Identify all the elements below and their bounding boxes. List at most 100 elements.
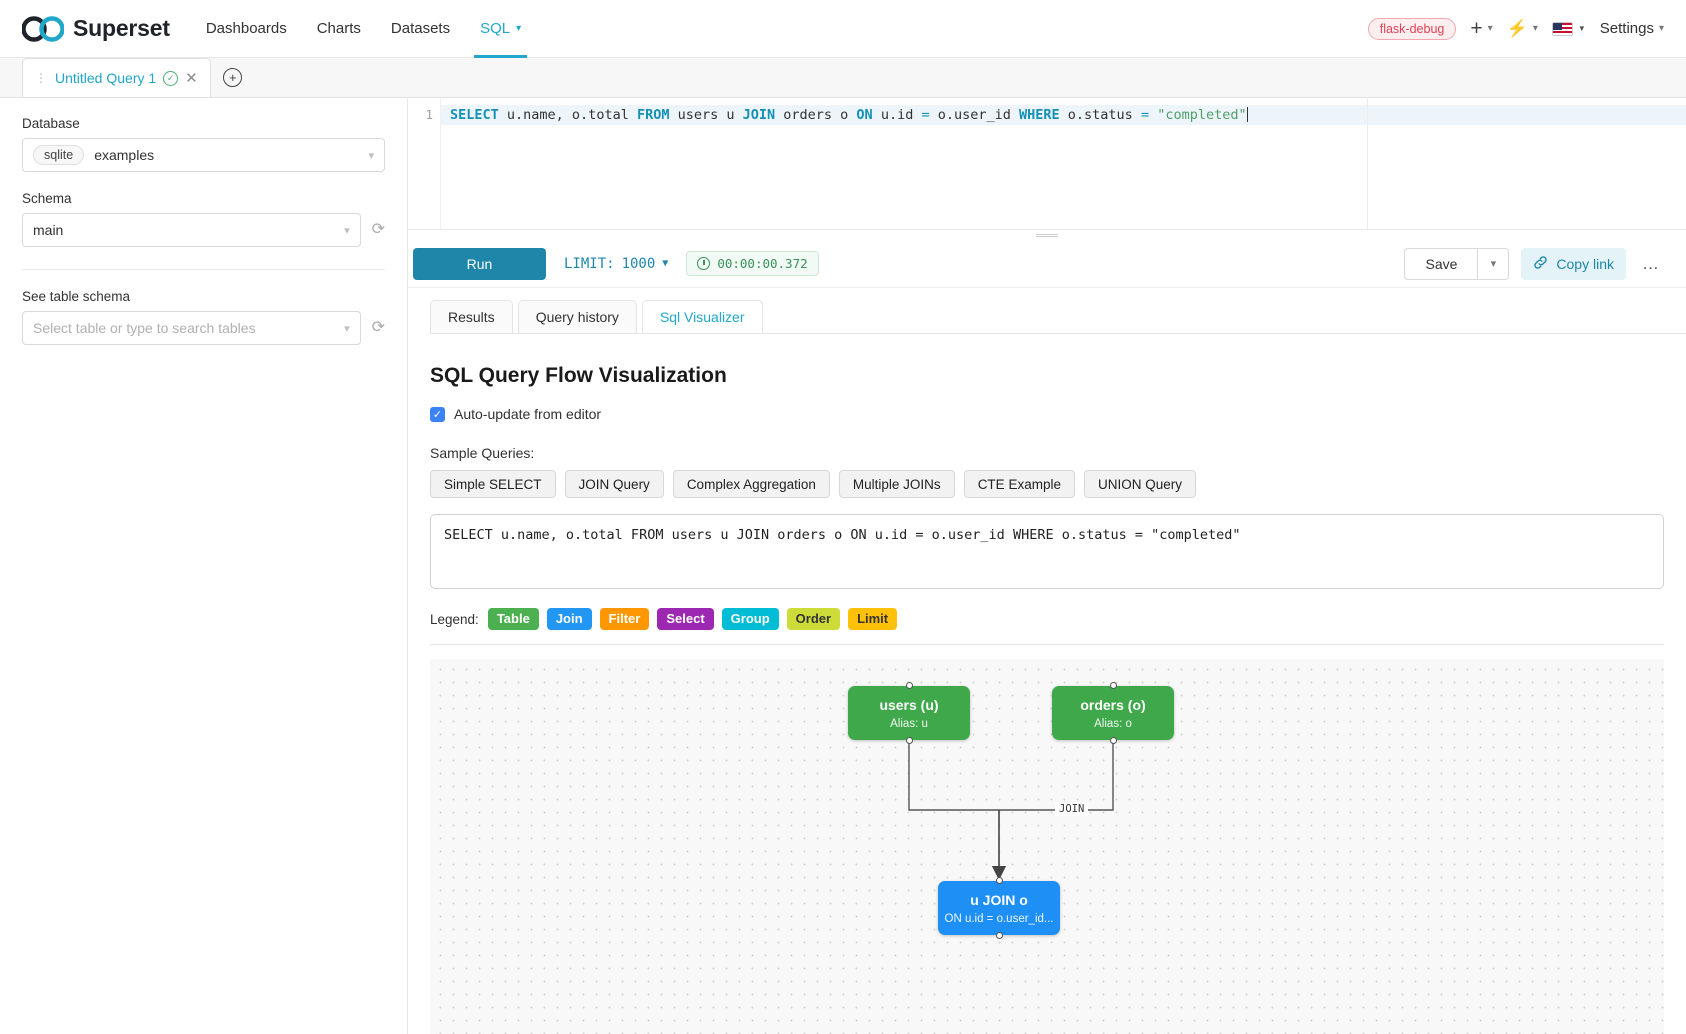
refresh-tables-icon[interactable]: ⟳ <box>371 319 385 336</box>
code-token: "completed" <box>1157 107 1247 123</box>
lightning-bolt-icon: ⚡ <box>1506 19 1528 38</box>
legend-chip-order: Order <box>786 608 841 631</box>
run-button[interactable]: Run <box>413 247 546 280</box>
database-label: Database <box>22 116 80 131</box>
nav-link-sql[interactable]: SQL ▾ <box>474 0 528 58</box>
add-query-tab-button[interactable]: + <box>210 58 255 97</box>
node-title: u JOIN o <box>970 891 1028 908</box>
flask-debug-badge[interactable]: flask-debug <box>1367 17 1457 40</box>
node-handle-top[interactable] <box>995 877 1003 885</box>
sample-query-button-5[interactable]: UNION Query <box>1083 470 1196 498</box>
sql-editor[interactable]: 1 SELECT u.name, o.total FROM users u JO… <box>408 98 1686 229</box>
nav-link-label: Datasets <box>390 20 451 37</box>
chevron-down-icon: ▾ <box>1658 23 1664 34</box>
schema-select[interactable]: main ▾ <box>22 213 361 247</box>
code-token: o.user_id <box>929 107 1020 123</box>
sample-query-button-1[interactable]: JOIN Query <box>564 470 664 498</box>
legend-chip-limit: Limit <box>848 608 898 631</box>
chevron-down-icon: ▾ <box>1490 258 1497 270</box>
sample-query-button-2[interactable]: Complex Aggregation <box>672 470 830 498</box>
drag-handle-icon[interactable]: ⋮ <box>35 71 48 85</box>
tab-label: Query history <box>535 309 619 325</box>
schema-label: Schema <box>22 191 72 206</box>
node-subtitle: Alias: o <box>1094 717 1132 730</box>
query-tab-label: Untitled Query 1 <box>55 70 157 86</box>
tab-results[interactable]: Results <box>430 300 513 333</box>
pane-resize-handle[interactable] <box>408 230 1686 240</box>
brand-name: Superset <box>73 15 170 41</box>
nav-link-label: Charts <box>316 20 361 37</box>
more-options-icon[interactable]: … <box>1642 253 1660 273</box>
nav-link-datasets[interactable]: Datasets <box>391 0 450 58</box>
code-token: orders o <box>775 107 857 123</box>
sample-query-button-4[interactable]: CTE Example <box>963 470 1075 498</box>
legend-label: Legend: <box>430 611 479 627</box>
table-schema-row: Select table or type to search tables ▾ … <box>22 311 385 345</box>
new-item-button[interactable]: + ▾ <box>1470 18 1492 39</box>
refresh-schema-icon[interactable]: ⟳ <box>371 221 385 238</box>
tab-query-history[interactable]: Query history <box>517 300 637 333</box>
copy-link-button[interactable]: Copy link <box>1521 247 1626 280</box>
save-button[interactable]: Save <box>1404 247 1479 280</box>
save-dropdown-button[interactable]: ▾ <box>1478 247 1510 280</box>
flow-node-join[interactable]: u JOIN o ON u.id = o.user_id... <box>938 877 1060 940</box>
flow-node-users[interactable]: users (u) Alias: u <box>848 682 970 745</box>
node-title: orders (o) <box>1080 696 1146 713</box>
flow-node-orders[interactable]: orders (o) Alias: o <box>1052 682 1174 745</box>
save-group: Save ▾ <box>1404 247 1510 280</box>
code-token: users u <box>669 107 743 123</box>
editor-code[interactable]: SELECT u.name, o.total FROM users u JOIN… <box>441 98 1686 229</box>
nav-links: Dashboards Charts Datasets SQL ▾ <box>206 0 528 58</box>
sql-visualizer-panel: SQL Query Flow Visualization ✓ Auto-upda… <box>408 334 1686 1034</box>
node-handle-bottom[interactable] <box>905 737 913 745</box>
code-token: u.name, o.total <box>498 107 637 123</box>
database-select[interactable]: sqlite examples ▾ <box>22 138 385 172</box>
quick-actions-button[interactable]: ⚡ ▾ <box>1507 20 1538 37</box>
settings-menu[interactable]: Settings ▾ <box>1600 20 1664 37</box>
code-token: WHERE <box>1019 107 1060 123</box>
auto-update-checkbox[interactable]: ✓ <box>430 406 445 422</box>
node-subtitle: ON u.id = o.user_id... <box>944 912 1054 925</box>
valid-check-icon: ✓ <box>163 70 179 86</box>
result-tabs: Results Query history Sql Visualizer <box>408 288 1686 333</box>
nav-link-charts[interactable]: Charts <box>317 0 361 58</box>
language-selector[interactable]: ▼ <box>1551 21 1586 36</box>
sidebar-divider <box>22 269 385 270</box>
query-tab-untitled-query-1[interactable]: ⋮ Untitled Query 1 ✓ ✕ <box>22 58 211 97</box>
close-icon[interactable]: ✕ <box>185 69 198 87</box>
code-token: FROM <box>636 107 670 123</box>
chevron-down-icon: ▾ <box>344 322 350 335</box>
node-handle-top[interactable] <box>905 682 913 690</box>
node-handle-bottom[interactable] <box>995 932 1003 940</box>
limit-value: 1000 <box>621 255 656 272</box>
node-subtitle: Alias: u <box>890 717 928 730</box>
sample-query-button-0[interactable]: Simple SELECT <box>430 470 556 498</box>
code-token: u.id <box>872 107 922 123</box>
run-toolbar: Run LIMIT: 1000 ▼ 00:00:00.372 Save ▾ <box>408 240 1686 288</box>
plus-icon: + <box>1470 17 1483 40</box>
link-icon <box>1533 255 1548 273</box>
node-handle-top[interactable] <box>1109 682 1117 690</box>
code-token <box>1149 107 1157 123</box>
tab-label: Results <box>448 309 495 325</box>
table-schema-label: See table schema <box>22 289 131 304</box>
tab-sql-visualizer[interactable]: Sql Visualizer <box>641 300 763 333</box>
edge-label-join: JOIN <box>1055 802 1089 817</box>
limit-dropdown[interactable]: LIMIT: 1000 ▼ <box>564 256 668 272</box>
limit-label: LIMIT: <box>564 255 615 272</box>
table-select[interactable]: Select table or type to search tables ▾ <box>22 311 361 345</box>
nav-link-dashboards[interactable]: Dashboards <box>206 0 287 58</box>
sample-queries-row: Simple SELECT JOIN Query Complex Aggregati… <box>430 470 1664 498</box>
auto-update-row: ✓ Auto-update from editor <box>430 406 1664 422</box>
chevron-down-icon: ▾ <box>1487 23 1493 34</box>
node-title: users (u) <box>879 696 939 713</box>
schema-value: main <box>33 222 64 238</box>
chevron-down-icon: ▾ <box>516 23 522 34</box>
editor-split-line <box>1367 98 1368 229</box>
sql-input-textarea[interactable] <box>430 514 1664 589</box>
flow-canvas[interactable]: JOIN users (u) Alias: u orders (o) Alias: o u… <box>430 659 1664 1034</box>
legend-chip-join: Join <box>546 608 592 631</box>
brand-logo-group[interactable]: Superset <box>21 15 170 42</box>
node-handle-bottom[interactable] <box>1109 737 1117 745</box>
sample-query-button-3[interactable]: Multiple JOINs <box>838 470 955 498</box>
